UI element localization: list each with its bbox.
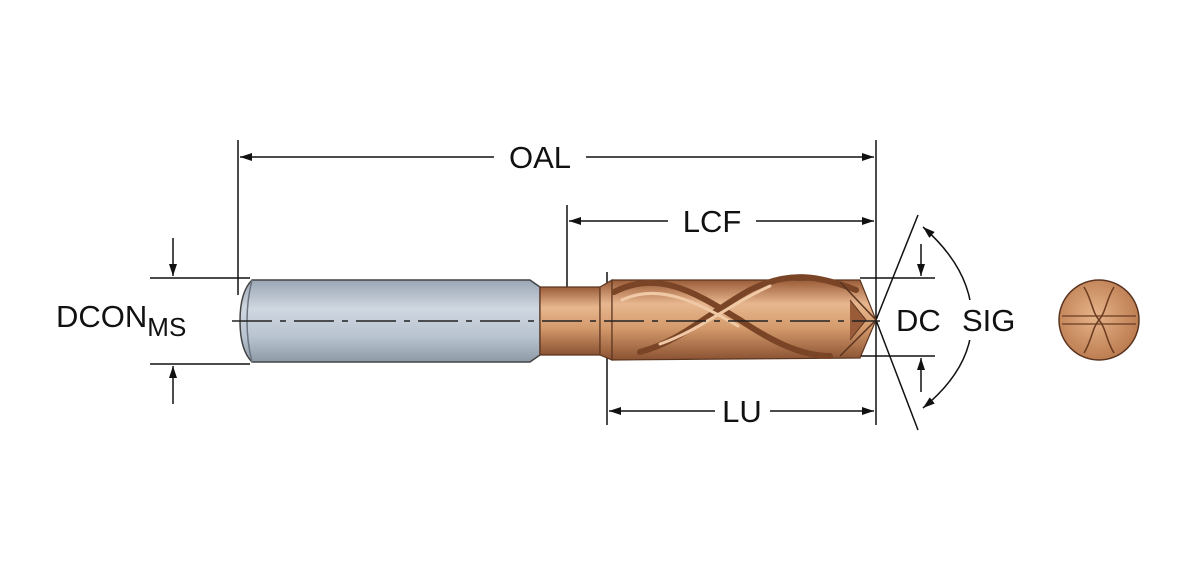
- lu-dimension: LU: [609, 394, 874, 429]
- lcf-label: LCF: [683, 204, 742, 239]
- sig-label: SIG: [962, 303, 1015, 338]
- dc-label: DC: [896, 303, 941, 338]
- drill-end-view: [1058, 279, 1140, 361]
- drill-fluted-body: [611, 274, 878, 361]
- lu-label: LU: [722, 394, 762, 429]
- dcon-label: DCONMS: [56, 299, 186, 342]
- lcf-dimension: LCF: [569, 204, 874, 239]
- oal-label: OAL: [509, 140, 571, 175]
- oal-dimension: OAL: [240, 140, 874, 175]
- drill-neck: [539, 278, 613, 361]
